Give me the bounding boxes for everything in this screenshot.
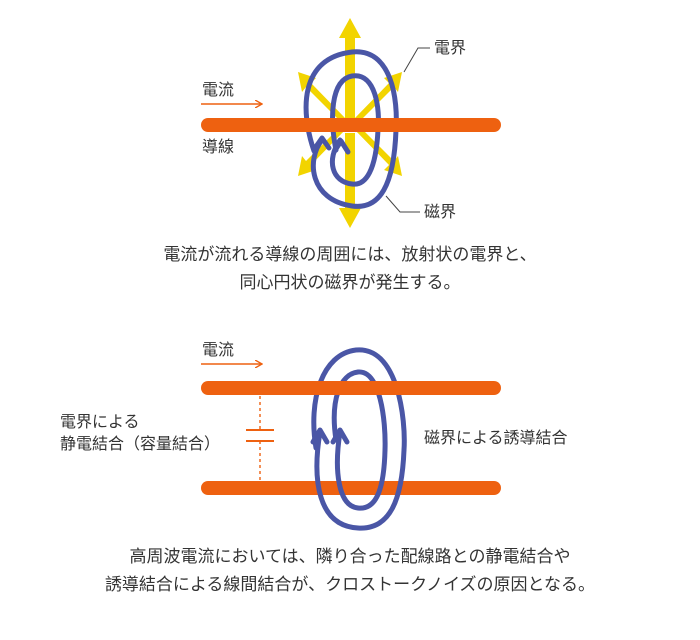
capacitive-coupling-label-line-1: 電界による (60, 412, 140, 431)
electric-field-label: 電界 (434, 38, 467, 57)
inductive-ring-back (311, 347, 407, 453)
caption-1-line-1: 電流が流れる導線の周囲には、放射状の電界と、 (163, 245, 537, 265)
capacitive-coupling-label-line-2: 静電結合（容量結合） (60, 434, 221, 453)
wire-label: 導線 (202, 137, 235, 156)
capacitor-symbol (246, 396, 274, 480)
caption-1-line-2: 同心円状の磁界が発生する。 (239, 273, 461, 293)
leader-lines (385, 47, 430, 213)
inductive-coupling-label: 磁界による誘導結合 (424, 428, 568, 447)
magnetic-field-label: 磁界 (424, 202, 457, 221)
current-label-2: 電流 (202, 340, 235, 359)
current-label: 電流 (202, 80, 235, 99)
inductive-ring-front (310, 427, 407, 531)
caption-2-line-2: 誘導結合による線間結合が、クロストークノイズの原因となる。 (104, 575, 596, 595)
caption-2-line-1: 高周波電流においては、隣り合った配線路との静電結合や (129, 547, 571, 567)
